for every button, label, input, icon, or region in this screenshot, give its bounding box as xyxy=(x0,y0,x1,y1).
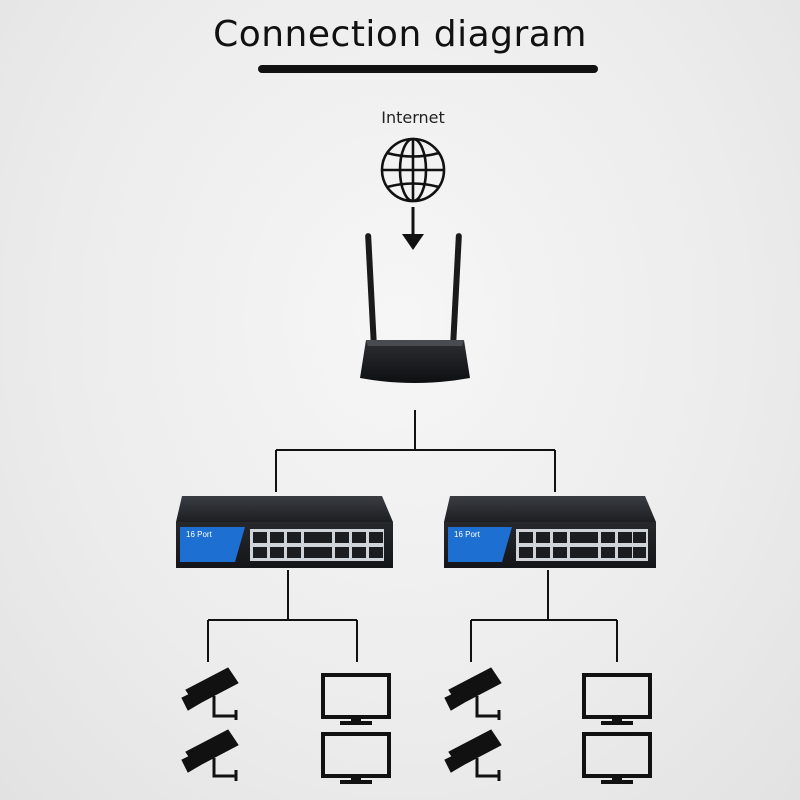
camera-icon xyxy=(181,667,239,720)
camera-icon xyxy=(444,729,502,781)
switch-label: 16 Port xyxy=(454,530,481,539)
internet-label: Internet xyxy=(381,108,445,127)
port-grid xyxy=(519,532,646,558)
monitor-icon xyxy=(582,673,652,725)
camera-icon xyxy=(444,667,502,720)
globe-icon xyxy=(380,137,446,203)
monitor-icon xyxy=(582,732,652,784)
port-grid xyxy=(253,532,383,558)
device-links xyxy=(207,570,618,662)
camera-icon xyxy=(181,729,239,781)
title-underline xyxy=(258,65,598,73)
switch-label: 16 Port xyxy=(186,530,213,539)
diagram-title: Connection diagram xyxy=(213,14,587,55)
network-switch-right: 16 Port xyxy=(444,496,656,568)
router-icon xyxy=(360,233,470,383)
network-switch-left: 16 Port xyxy=(176,496,393,568)
monitor-icon xyxy=(321,673,391,725)
monitor-icon xyxy=(321,732,391,784)
arrow-down-icon xyxy=(402,207,424,250)
router-links xyxy=(275,410,556,492)
